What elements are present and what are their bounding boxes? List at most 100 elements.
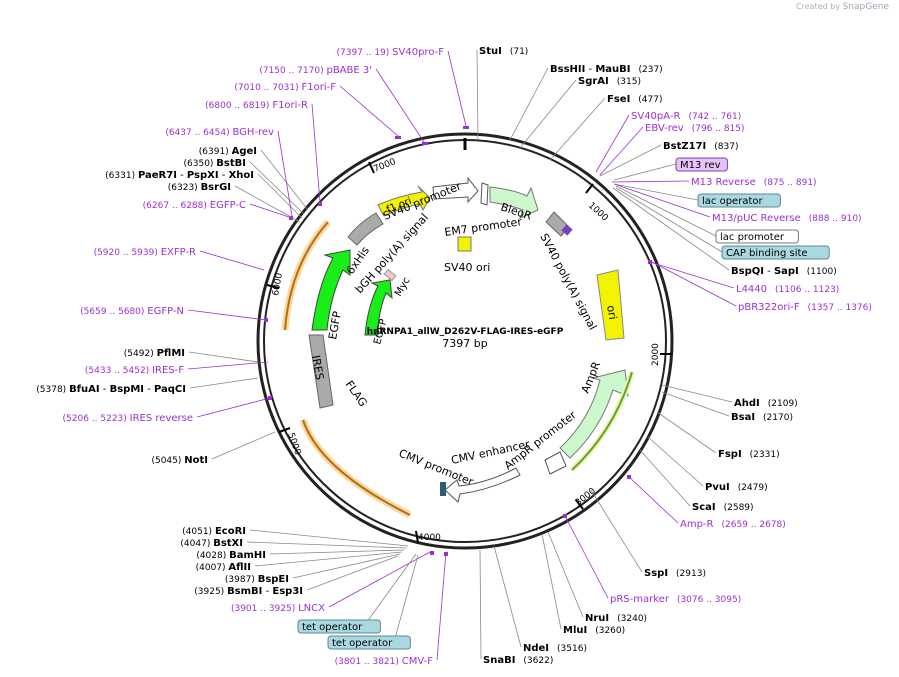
primer-label: (5433 .. 5452) IRES-F <box>85 365 184 376</box>
primer-range: (3901 .. 3925) <box>231 604 298 614</box>
ampr-promoter-arrow <box>544 451 567 475</box>
site-labels: StuI(71)BssHII - MauBI(237)SgrAI(315)Fse… <box>36 46 872 667</box>
primer-label: Amp-R(2659 .. 2678) <box>680 519 786 530</box>
enzyme-site-label: (4007) AflII <box>196 562 251 573</box>
enzyme-position: (1100) <box>807 267 837 277</box>
enzyme-name: MluI <box>563 625 587 636</box>
enzyme-position: (2109) <box>768 399 798 409</box>
enzyme-name: PvuI <box>705 482 730 493</box>
feature-tag-label: lac operator <box>702 196 763 207</box>
primer-label: (5920 .. 5939) EXFP-R <box>94 247 196 258</box>
enzyme-site-label: BspQI - SapI(1100) <box>731 266 837 277</box>
primer-range: (742 .. 761) <box>688 112 741 122</box>
primer-label: (7397 .. 19) SV40pro-F <box>336 47 444 58</box>
primer-label: (7010 .. 7031) F1ori-F <box>234 82 336 93</box>
enzyme-position: (6391) <box>199 147 232 157</box>
primer-name: L4440 <box>736 284 767 295</box>
primer-label: pRS-marker(3076 .. 3095) <box>610 594 741 605</box>
feature-tag-box <box>715 229 799 244</box>
feature-tag-box <box>721 245 830 260</box>
enzyme-site-label: (4051) EcoRI <box>182 526 246 537</box>
enzyme-site-label: ScaI(2589) <box>692 502 754 513</box>
enzyme-name: AgeI <box>232 146 257 157</box>
enzyme-position: (6350) <box>184 159 217 169</box>
feature-tag-box <box>327 635 411 650</box>
primer-range: (5920 .. 5939) <box>94 248 161 258</box>
enzyme-name: ScaI <box>692 502 716 513</box>
primer-range: (7010 .. 7031) <box>234 83 301 93</box>
primer-name: M13/pUC Reverse <box>712 213 801 224</box>
primer-label: pBR322ori-F(1357 .. 1376) <box>738 302 872 313</box>
tick-label-3000: 3000 <box>574 486 598 508</box>
enzyme-position: (6331) <box>105 171 138 181</box>
feature-tag-label: CAP binding site <box>726 248 808 259</box>
enzyme-position: (2331) <box>750 450 780 460</box>
primer-label: (6800 .. 6819) F1ori-R <box>205 100 308 111</box>
primer-name: SV40pro-F <box>392 47 444 58</box>
tick-label-7000: 7000 <box>372 157 397 175</box>
tick-label-6000: 6000 <box>271 272 285 297</box>
enzyme-position: (3987) <box>225 575 258 585</box>
primer-name: SV40pA-R <box>631 111 680 122</box>
primer-range: (6800 .. 6819) <box>205 101 272 111</box>
plasmid-name: hnRNPA1_allW_D262V-FLAG-IRES-eGFP <box>367 327 564 337</box>
primer-name: F1ori-R <box>272 100 308 111</box>
feature-sv40-ori: SV40 ori <box>444 261 490 274</box>
enzyme-site-label: BsaI(2170) <box>731 412 793 423</box>
enzyme-position: (837) <box>714 142 738 152</box>
enzyme-site-label: NdeI(3516) <box>523 643 587 654</box>
enzyme-position: (5378) <box>36 385 69 395</box>
enzyme-name: PflMI <box>157 348 185 359</box>
enzyme-position: (2479) <box>738 483 768 493</box>
primer-label: (6267 .. 6288) EGFP-C <box>143 200 246 211</box>
enzyme-name: BamHI <box>229 550 266 561</box>
feature-tag-box <box>297 619 381 634</box>
primer-mark <box>395 136 401 139</box>
enzyme-site-label: (6323) BsrGI <box>168 182 231 193</box>
feature-egfp: EGFP <box>326 310 344 341</box>
enzyme-name: SgrAI <box>578 76 609 87</box>
enzyme-site-label: (6391) AgeI <box>199 146 257 157</box>
feature-tag-label: lac promoter <box>720 232 785 243</box>
primer-label: (5659 .. 5680) EGFP-N <box>80 306 184 317</box>
primer-range: (3076 .. 3095) <box>677 595 741 605</box>
enzyme-position: (71) <box>510 47 528 57</box>
primer-label: (3901 .. 3925) LNCX <box>231 603 325 614</box>
enzyme-name: BsmBI <box>227 586 262 597</box>
enzyme-name: XhoI <box>229 170 254 181</box>
enzyme-position: (3240) <box>617 614 647 624</box>
enzyme-name: NdeI <box>523 643 549 654</box>
enzyme-name: BspEI <box>258 574 289 585</box>
enzyme-site-label: FseI(477) <box>607 94 663 105</box>
tick-label-2000: 2000 <box>651 343 661 366</box>
primer-name: pBABE 3' <box>326 65 372 76</box>
enzyme-site-label: (5378) BfuAI - BspMI - PaqCI <box>36 384 186 395</box>
feature-tag-label: tet operator <box>302 622 363 633</box>
primer-range: (6267 .. 6288) <box>143 201 210 211</box>
enzyme-name: FspI <box>718 449 742 460</box>
feature-ori: ori <box>604 304 619 320</box>
enzyme-name: PspXI <box>187 170 219 181</box>
enzyme-position: (237) <box>638 65 662 75</box>
enzyme-site-label: (5492) PflMI <box>124 348 185 359</box>
primer-range: (7150 .. 7170) <box>259 66 326 76</box>
ires-block <box>308 334 334 409</box>
bleor-arrow <box>489 186 539 219</box>
primer-label: (7150 .. 7170) pBABE 3' <box>259 65 372 76</box>
primer-name: IRES-F <box>152 365 184 376</box>
primer-label: L4440(1106 .. 1123) <box>736 284 839 295</box>
enzyme-position: (2913) <box>676 569 706 579</box>
primer-name: F1ori-F <box>302 82 337 93</box>
enzyme-site-label: MluI(3260) <box>563 625 625 636</box>
enzyme-site-label: NruI(3240) <box>585 613 647 624</box>
enzyme-position: (315) <box>617 77 641 87</box>
ori-arrow <box>596 269 625 341</box>
enzyme-site-label: SgrAI (315) <box>578 76 641 87</box>
feature-em7-promoter: EM7 promoter <box>444 215 524 239</box>
cmv-enhancer-arrow <box>444 467 521 503</box>
enzyme-name: BssHII <box>550 64 585 75</box>
enzyme-name: BfuAI <box>69 384 100 395</box>
enzyme-name: BstXI <box>213 538 243 549</box>
primer-name: LNCX <box>298 603 325 614</box>
